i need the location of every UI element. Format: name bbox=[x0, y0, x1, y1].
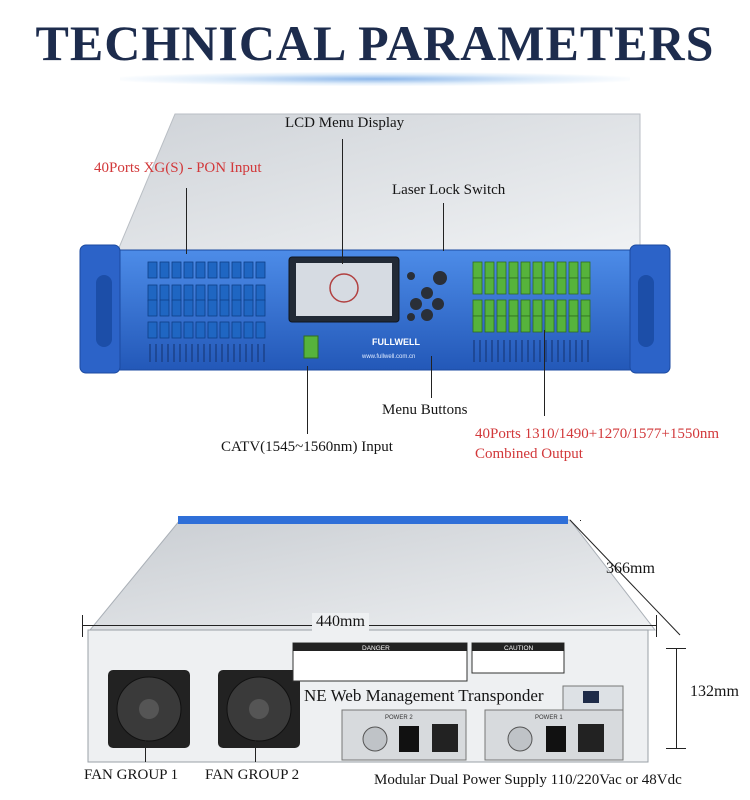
label-lcd-menu-display: LCD Menu Display bbox=[285, 115, 405, 131]
label-height: 132mm bbox=[690, 683, 739, 700]
front-panel-illustration: FULLWELL www.fullwell.com.cn bbox=[79, 113, 671, 374]
brand-text: FULLWELL bbox=[372, 337, 420, 347]
catv-input-port bbox=[303, 335, 319, 359]
callout-line-laser bbox=[443, 203, 444, 251]
label-laser-lock-switch: Laser Lock Switch bbox=[392, 182, 506, 198]
dimension-anchor-depth bbox=[580, 520, 581, 521]
label-menu-buttons: Menu Buttons bbox=[382, 402, 468, 418]
callout-line-fan1 bbox=[145, 740, 146, 762]
label-combined-output-line2: Combined Output bbox=[475, 446, 583, 462]
callout-line-catv bbox=[307, 366, 308, 434]
label-combined-output-line1: 40Ports 1310/1490+1270/1577+1550nm bbox=[475, 426, 720, 442]
dimension-tick-width-left bbox=[82, 615, 83, 637]
power-2-fan-icon bbox=[362, 726, 388, 752]
dimension-line-depth bbox=[569, 519, 681, 636]
power-2-text: POWER 2 bbox=[385, 715, 413, 721]
ethernet-port-icon bbox=[583, 691, 599, 703]
handle-right bbox=[638, 275, 654, 347]
label-fan-group-2: FAN GROUP 2 bbox=[205, 767, 300, 783]
menu-buttons-cluster[interactable] bbox=[407, 271, 447, 321]
caution-text: CAUTION bbox=[504, 645, 534, 652]
callout-line-combined bbox=[544, 330, 545, 416]
lcd-screen bbox=[296, 263, 392, 316]
power-1-text: POWER 1 bbox=[535, 715, 563, 721]
callout-line-fan2 bbox=[255, 740, 256, 762]
dimension-line-width bbox=[82, 625, 657, 626]
rear-panel-illustration: DANGER CAUTION POWER 2 POWER 1 bbox=[87, 516, 657, 763]
label-fan-group-1: FAN GROUP 1 bbox=[84, 767, 179, 783]
label-width: 440mm bbox=[312, 613, 369, 631]
dimension-tick-height-top bbox=[666, 648, 686, 649]
chassis-top bbox=[117, 113, 641, 251]
dimension-tick-width-right bbox=[656, 615, 657, 637]
power-1-socket-icon bbox=[578, 724, 604, 752]
rear-rack-bar bbox=[178, 516, 568, 524]
pon-input-ports bbox=[147, 261, 266, 339]
combined-output-ports bbox=[472, 261, 591, 333]
label-catv-input: CATV(1545~1560nm) Input bbox=[221, 439, 393, 455]
website-text: www.fullwell.com.cn bbox=[361, 354, 415, 360]
label-pon-input: 40Ports XG(S) - PON Input bbox=[94, 160, 262, 176]
power-1-switch-icon bbox=[546, 726, 566, 752]
power-1-fan-icon bbox=[507, 726, 533, 752]
front-vent-left bbox=[149, 344, 265, 362]
callout-line-pon bbox=[186, 188, 187, 254]
dimension-line-height bbox=[676, 648, 677, 748]
handle-left bbox=[96, 275, 112, 347]
callout-line-lcd bbox=[342, 139, 343, 264]
danger-text: DANGER bbox=[362, 645, 390, 652]
callout-line-menu bbox=[431, 356, 432, 398]
power-2-switch-icon bbox=[399, 726, 419, 752]
label-depth: 366mm bbox=[606, 560, 655, 577]
power-2-socket-icon bbox=[432, 724, 458, 752]
page-title: TECHNICAL PARAMETERS bbox=[35, 15, 715, 71]
label-modular-power-supply: Modular Dual Power Supply 110/220Vac or … bbox=[374, 772, 682, 788]
front-vent-right bbox=[473, 340, 589, 362]
lcd-logo-icon bbox=[329, 273, 359, 303]
title-underline-glow bbox=[120, 72, 630, 86]
dimension-tick-height-bottom bbox=[666, 748, 686, 749]
label-ne-web-management: NE Web Management Transponder bbox=[304, 686, 544, 705]
